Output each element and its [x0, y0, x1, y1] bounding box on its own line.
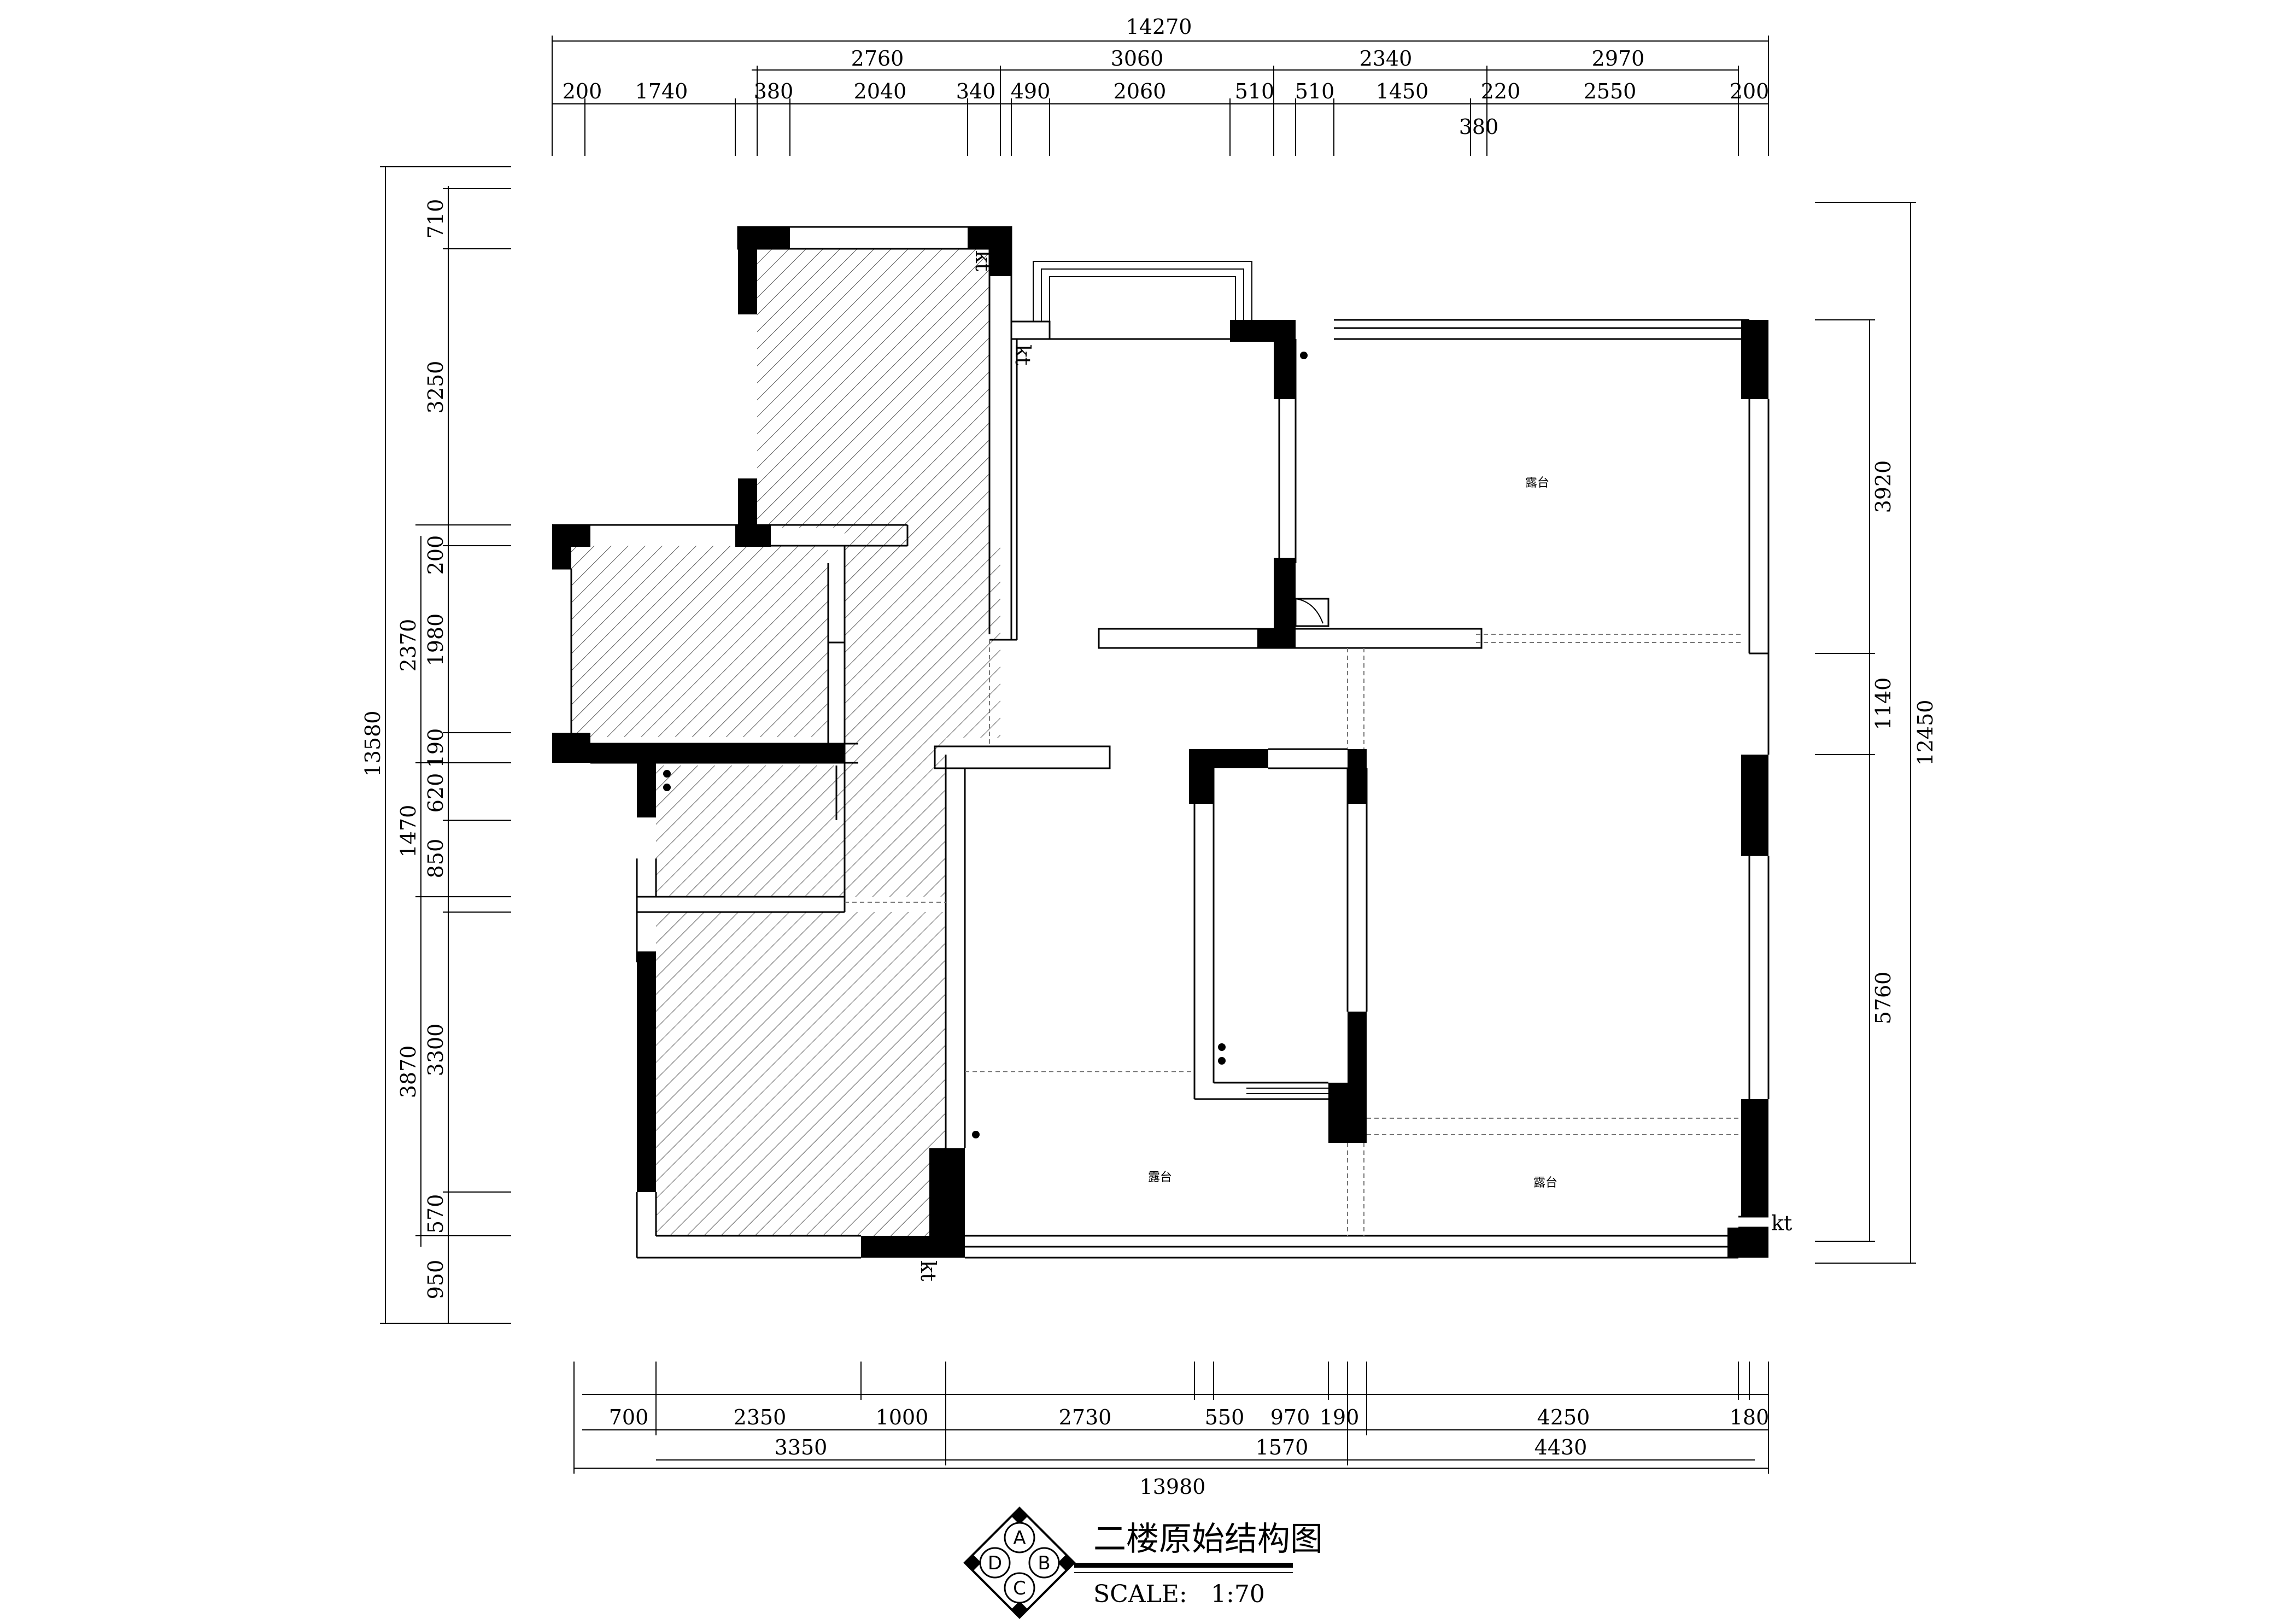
dim-left-row2: 620	[424, 773, 448, 813]
dim-left-row2: 3250	[424, 361, 448, 414]
dim-bottom-row1: 1000	[876, 1405, 929, 1429]
balcony-label-top: 露台	[1525, 476, 1549, 490]
dim-left-row2: 950	[424, 1260, 448, 1300]
dim-right-row1: 5760	[1871, 972, 1895, 1025]
dim-bottom-row1: 4250	[1537, 1405, 1590, 1429]
scale-label: SCALE:	[1093, 1580, 1187, 1608]
dim-top-total: 14270	[1126, 15, 1192, 39]
badge-a: A	[1013, 1527, 1026, 1549]
kt-label-top: kt	[971, 250, 995, 271]
dim-top-extra: 380	[1459, 115, 1499, 139]
dim-left-total: 13580	[361, 711, 385, 777]
structural-columns	[552, 227, 1768, 1258]
dim-left-row1: 1470	[396, 805, 420, 858]
dim-bottom-row2: 4430	[1534, 1435, 1588, 1459]
badge-b: B	[1038, 1552, 1050, 1574]
dim-bottom-row1: 180	[1730, 1405, 1770, 1429]
dim-top-row1: 3060	[1111, 46, 1164, 71]
dim-left-row1: 2370	[396, 619, 420, 672]
dim-bottom-row1: 700	[609, 1405, 649, 1429]
dim-top-row2: 1740	[635, 79, 688, 103]
kt-label-mid: kt	[1011, 344, 1035, 365]
dim-bottom-row1: 2730	[1059, 1405, 1112, 1429]
hatched-room-top	[757, 249, 1000, 757]
hatched-room-middle	[845, 757, 946, 897]
dim-left-row2: 1980	[424, 614, 448, 667]
dim-left-row2: 850	[424, 839, 448, 879]
hatched-room-bottom	[656, 912, 946, 1236]
drain-points	[663, 352, 1308, 1138]
dim-top-row2: 2060	[1114, 79, 1167, 103]
dim-top-row2: 1450	[1376, 79, 1429, 103]
dimension-lines	[380, 36, 1916, 1474]
title-block: A B C D 二楼原始结构图 SCALE: 1:70	[963, 1506, 1323, 1619]
dim-top-row2: 2040	[854, 79, 907, 103]
dim-bottom-row2: 1570	[1256, 1435, 1309, 1459]
dim-top-row2: 200	[563, 79, 602, 103]
balcony-label-bottom-left: 露台	[1148, 1171, 1172, 1184]
dim-right-total: 12450	[1913, 700, 1937, 766]
kt-label-bottom: kt	[916, 1260, 940, 1281]
dimension-text: 14270 2760 3060 2340 2970 200 1740 380 2…	[361, 15, 1937, 1499]
dim-top-row1: 2760	[851, 46, 904, 71]
dim-top-row1: 2970	[1592, 46, 1645, 71]
dim-left-row2: 3300	[424, 1024, 448, 1077]
dim-top-row2: 2550	[1584, 79, 1637, 103]
kt-label-right: kt	[1771, 1211, 1792, 1235]
dim-left-row2: 200	[424, 535, 448, 575]
dim-top-row2: 510	[1235, 79, 1275, 103]
dim-left-row2: 190	[424, 728, 448, 768]
section-badge-icon: A B C D	[963, 1506, 1076, 1619]
dim-left-row2: 710	[424, 199, 448, 239]
hatched-room-small	[656, 766, 845, 897]
title-underline	[1074, 1563, 1293, 1568]
dim-top-row2: 220	[1481, 79, 1521, 103]
dim-top-row2: 200	[1730, 79, 1770, 103]
door-swing	[1295, 598, 1323, 624]
balcony-label-bottom-right: 露台	[1533, 1176, 1557, 1190]
badge-c: C	[1013, 1578, 1026, 1599]
dim-top-row2: 340	[956, 79, 996, 103]
dim-right-row1: 1140	[1871, 677, 1895, 731]
dim-bottom-row1: 550	[1205, 1405, 1245, 1429]
dim-left-row1: 3870	[396, 1045, 420, 1099]
hatched-rooms	[571, 249, 1000, 1236]
room-labels: 露台 露台 露台 kt kt kt kt	[916, 250, 1792, 1281]
dim-bottom-row1: 190	[1320, 1405, 1360, 1429]
dim-top-row1: 2340	[1360, 46, 1413, 71]
badge-d: D	[988, 1552, 1002, 1574]
scale-value: 1:70	[1211, 1580, 1265, 1608]
dim-bottom-total: 13980	[1140, 1475, 1206, 1499]
dashed-lines	[845, 634, 1741, 1236]
dim-bottom-row2: 3350	[775, 1435, 828, 1459]
drawing-title: 二楼原始结构图	[1093, 1520, 1323, 1558]
dim-top-row2: 510	[1295, 79, 1335, 103]
hatched-room-left	[571, 546, 828, 737]
dim-left-row2: 570	[424, 1194, 448, 1234]
dim-right-row1: 3920	[1871, 460, 1895, 513]
dim-top-row2: 490	[1011, 79, 1051, 103]
dim-top-row2: 380	[754, 79, 794, 103]
dim-bottom-row1: 970	[1270, 1405, 1310, 1429]
dim-bottom-row1: 2350	[734, 1405, 787, 1429]
